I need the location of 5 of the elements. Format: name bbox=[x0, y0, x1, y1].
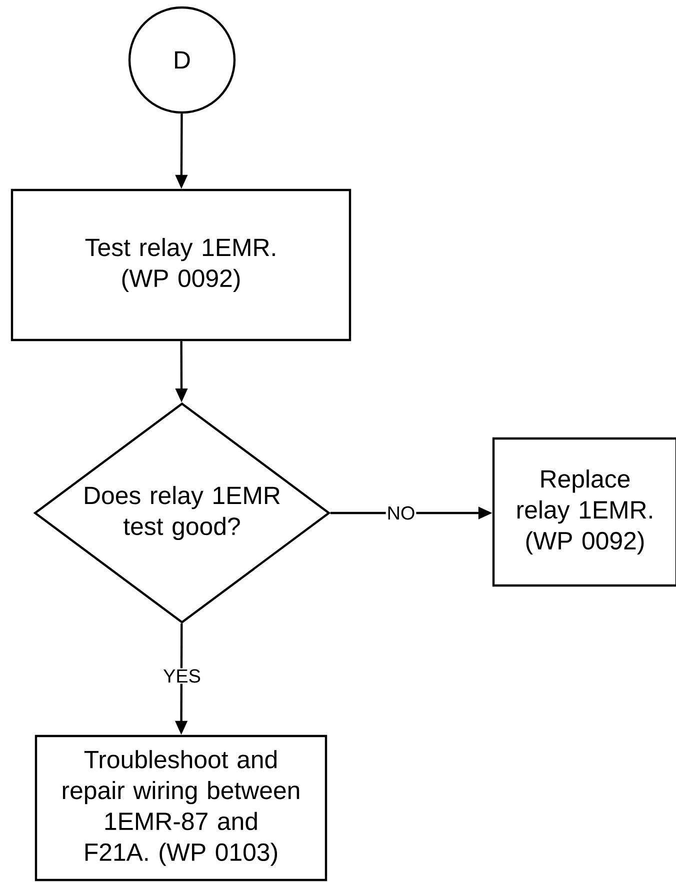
process-box: Test relay 1EMR. (WP 0092) bbox=[10, 188, 352, 342]
process-box: Replace relay 1EMR. (WP 0092) bbox=[492, 437, 676, 587]
process-box: Troubleshoot and repair wiring between 1EMR-87 and F21A. (WP 0103) bbox=[34, 734, 328, 882]
edge-label: NO bbox=[386, 505, 416, 521]
edge-label: YES bbox=[162, 668, 202, 684]
